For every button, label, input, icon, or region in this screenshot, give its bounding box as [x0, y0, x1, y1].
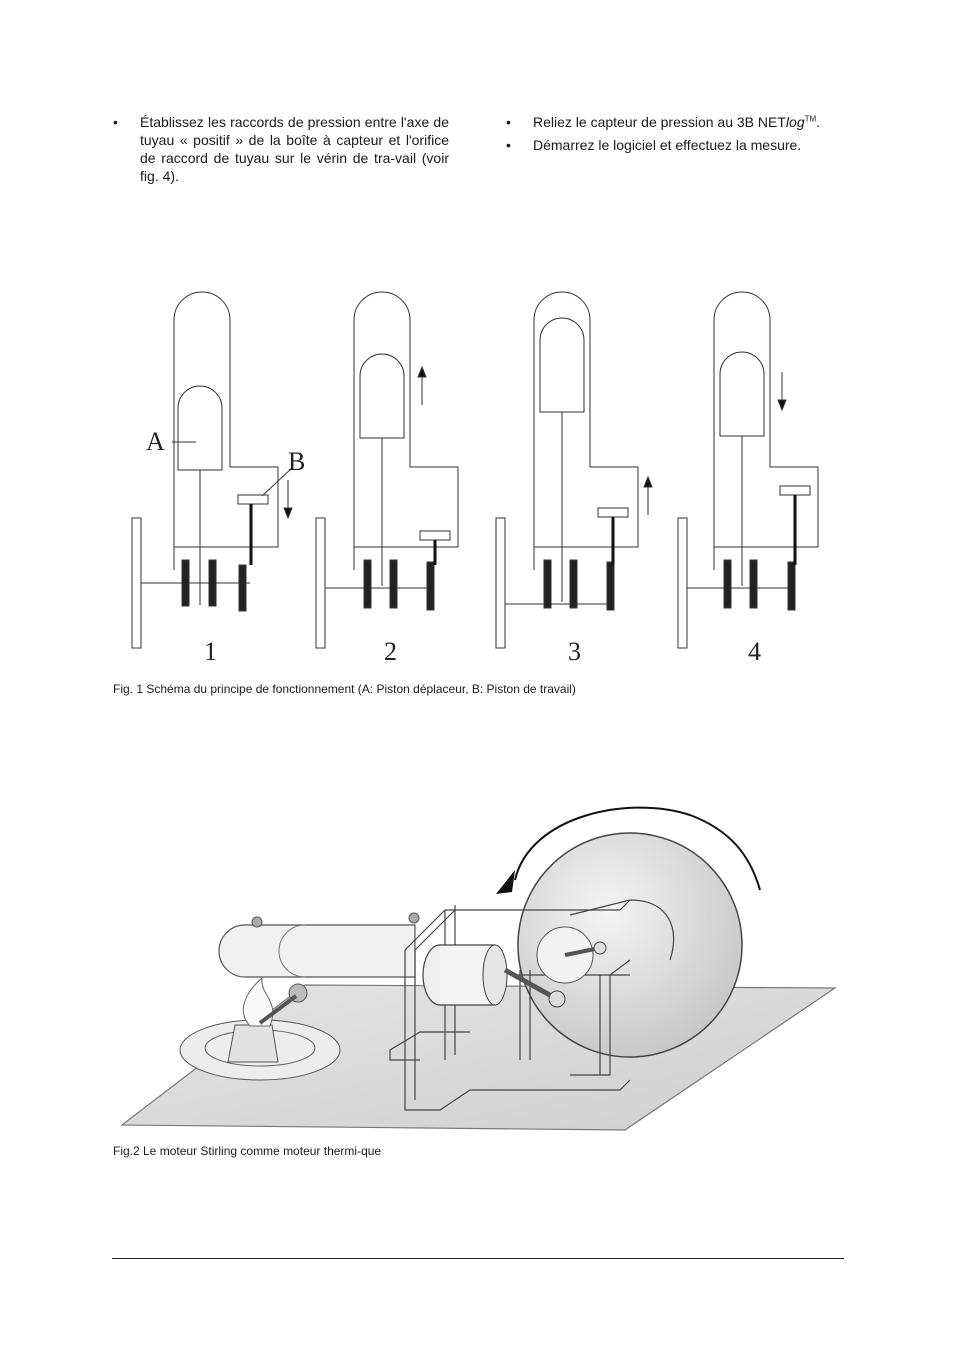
panel-1 [131, 291, 293, 649]
panel-4 [677, 291, 819, 649]
figure2-stirling-engine [120, 806, 837, 1131]
panel-2 [315, 291, 459, 649]
engine-frame [389, 899, 675, 1111]
figure1-caption: Fig. 1 Schéma du principe de fonctionnem… [113, 682, 576, 696]
bullet-marker: • [113, 114, 118, 130]
figure2-caption: Fig.2 Le moteur Stirling comme moteur th… [113, 1144, 382, 1158]
bullet-text: Démarrez le logiciel et effectuez la mes… [533, 137, 802, 153]
bullet-connect-sensor: • Reliez le capteur de pression au 3B NE… [506, 113, 846, 131]
panel-number-2: 2 [384, 637, 397, 666]
bullet-marker: • [506, 137, 511, 153]
left-column: • Établissez les raccords de pression en… [113, 113, 449, 190]
rotation-arrow [514, 806, 761, 891]
panel-number-3: 3 [568, 637, 581, 666]
bullet-pressure-connections: • Établissez les raccords de pression en… [113, 113, 449, 185]
bullet-start-software: • Démarrez le logiciel et effectuez la m… [506, 136, 846, 154]
panel-3 [495, 291, 653, 649]
footer-rule [112, 1258, 844, 1259]
burner-cup [227, 1024, 279, 1063]
displacer-cylinder [218, 924, 416, 978]
label-a: A [146, 427, 165, 456]
label-b: B [288, 447, 305, 476]
netlog-italic: log [785, 114, 805, 130]
bullet-text-end: . [816, 114, 821, 130]
bullet-marker: • [506, 114, 511, 130]
trademark-sup: TM [804, 114, 817, 124]
panel-number-1: 1 [204, 637, 217, 666]
panel-number-4: 4 [748, 637, 761, 666]
flywheel [517, 832, 743, 1058]
bullet-text: Reliez le capteur de pression au 3B NET [533, 114, 786, 130]
right-column: • Reliez le capteur de pression au 3B NE… [506, 113, 846, 159]
figure1-schematic: A B 1 2 3 4 [131, 291, 819, 666]
bullet-text: Établissez les raccords de pression entr… [140, 114, 449, 184]
